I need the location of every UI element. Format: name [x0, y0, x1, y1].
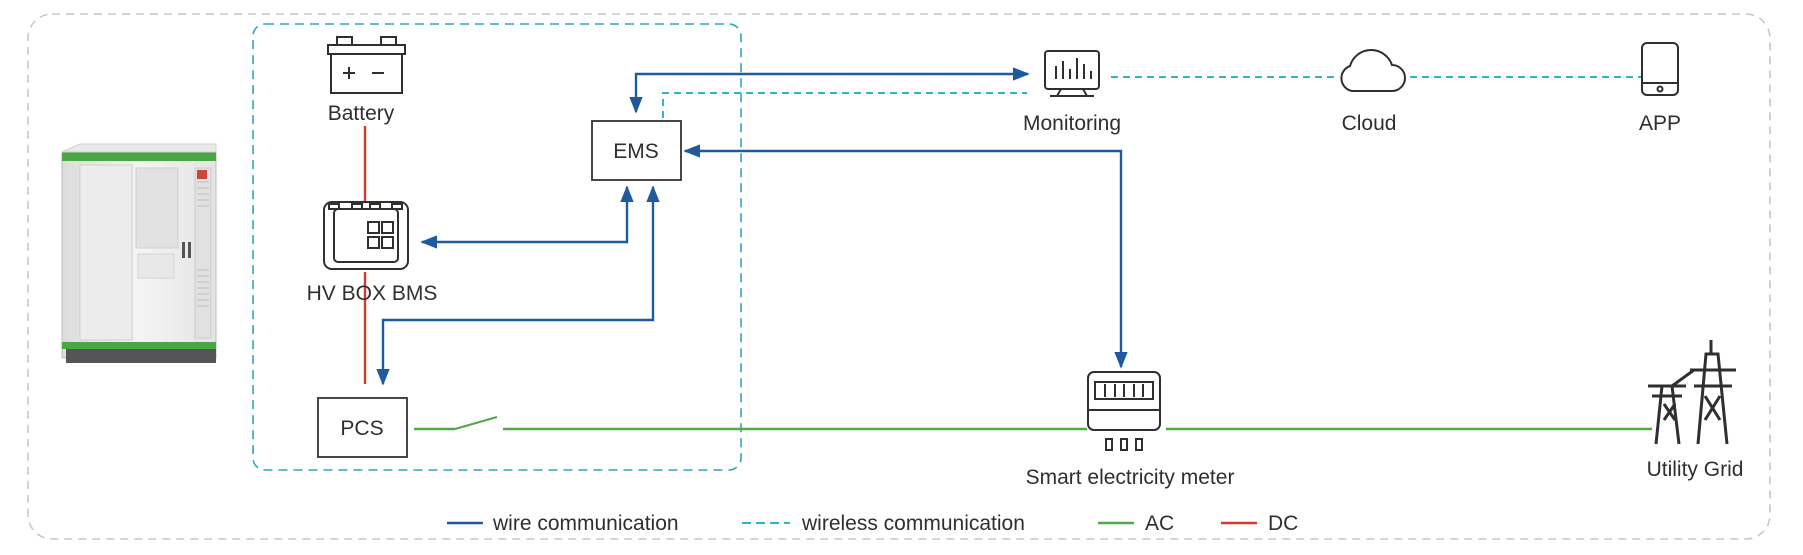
phone-app-icon	[1641, 42, 1679, 96]
pcs-box	[317, 397, 408, 458]
ems-label: EMS	[613, 140, 659, 163]
legend-wire-label: wire communication	[492, 512, 679, 535]
legend-ac-label: AC	[1145, 512, 1174, 535]
app-label: APP	[1639, 112, 1681, 135]
wireless-ems-monitoring	[662, 92, 1027, 118]
hv-box-bms-icon	[323, 201, 409, 270]
hv-box-bms-label: HV BOX BMS	[307, 282, 438, 305]
wire-ems-hvbox	[420, 185, 634, 249]
wire-ems-pcs	[376, 185, 660, 386]
wire-ems-meter	[683, 144, 1128, 369]
pcs-label: PCS	[340, 417, 383, 440]
cloud-icon	[1340, 49, 1406, 92]
legend-dc-label: DC	[1268, 512, 1298, 535]
wire-ems-monitoring	[629, 67, 1030, 114]
outer-frame	[27, 13, 1771, 540]
battery-icon	[327, 36, 406, 94]
monitoring-icon	[1044, 50, 1100, 97]
storage-cabinet-image	[61, 143, 217, 363]
utility-grid-tower-icon	[1648, 340, 1736, 445]
ac-switch-blade	[454, 416, 498, 430]
smart-meter-icon	[1087, 371, 1161, 451]
cloud-label: Cloud	[1342, 112, 1397, 135]
battery-label: Battery	[328, 102, 395, 125]
utility-grid-label: Utility Grid	[1647, 458, 1744, 481]
monitoring-label: Monitoring	[1023, 112, 1121, 135]
legend: wire communication wireless communicatio…	[447, 512, 1298, 535]
smart-meter-label: Smart electricity meter	[1026, 466, 1235, 489]
legend-wireless-label: wireless communication	[801, 512, 1025, 535]
ems-box	[591, 120, 682, 181]
